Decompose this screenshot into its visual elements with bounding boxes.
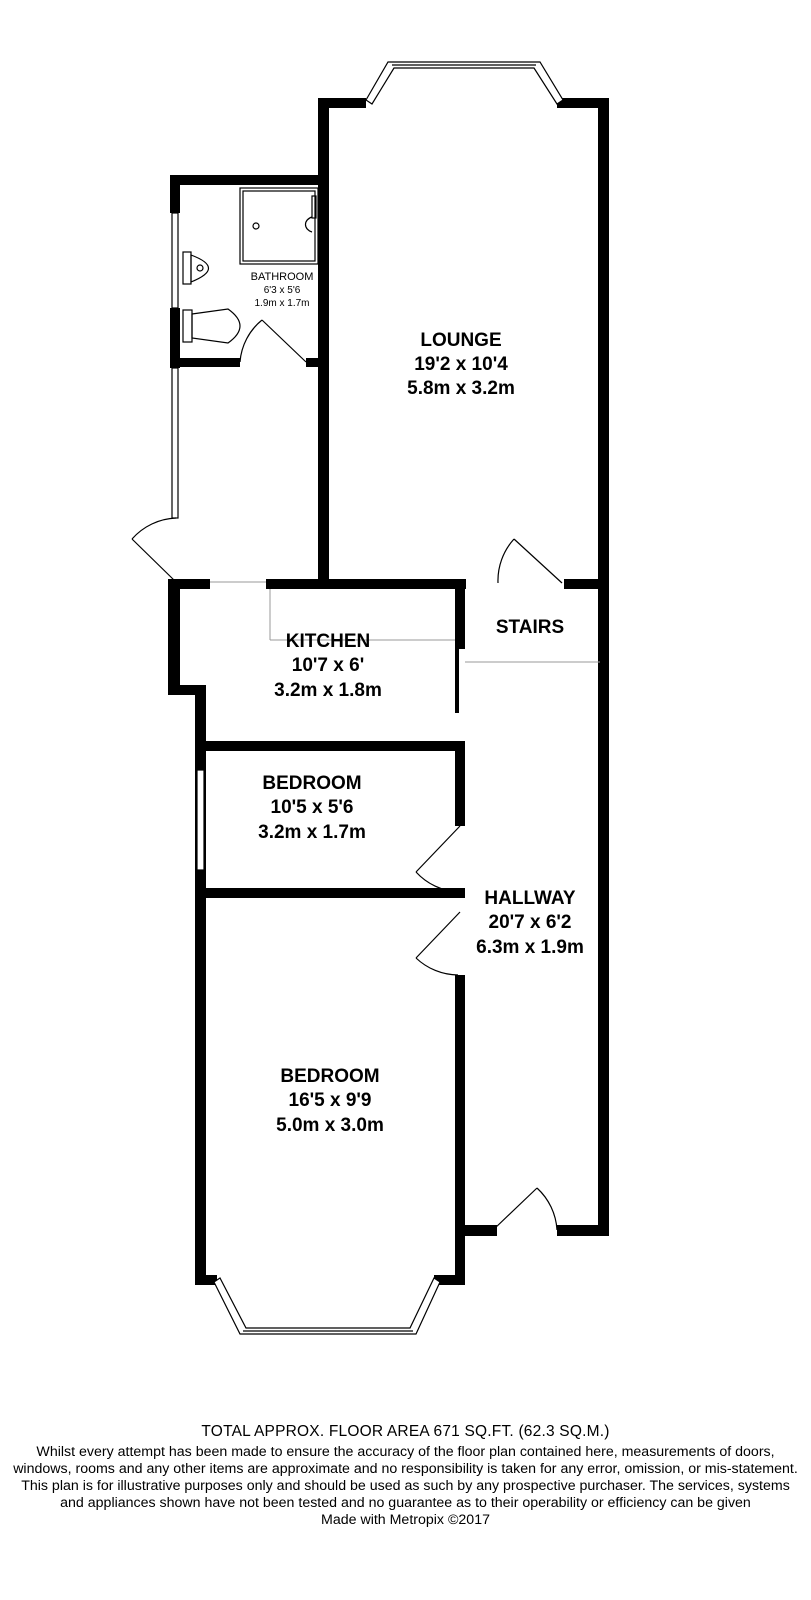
room-lounge: LOUNGE 19'2 x 10'4 5.8m x 3.2m (407, 330, 515, 399)
lounge-bay-window (365, 61, 564, 105)
bathroom-fixtures (182, 187, 319, 344)
bathroom-metric: 1.9m x 1.7m (254, 298, 309, 309)
bathroom-imperial: 6'3 x 5'6 (264, 285, 301, 296)
kitchen-name: KITCHEN (286, 631, 370, 652)
hallway-name: HALLWAY (484, 888, 575, 909)
bedroom-small-name: BEDROOM (262, 773, 361, 794)
room-hallway: HALLWAY 20'7 x 6'2 6.3m x 1.9m (476, 888, 584, 958)
stairs-name: STAIRS (496, 617, 564, 638)
hallway-metric: 6.3m x 1.9m (476, 937, 584, 958)
bedroom-large-metric: 5.0m x 3.0m (276, 1115, 384, 1136)
bedroom-small-metric: 3.2m x 1.7m (258, 822, 366, 843)
doors (131, 319, 563, 1231)
bedroom-large-name: BEDROOM (280, 1066, 379, 1087)
kitchen-metric: 3.2m x 1.8m (274, 680, 382, 701)
kitchen-imperial: 10'7 x 6' (292, 655, 364, 676)
room-stairs: STAIRS (496, 617, 564, 638)
floor-plan: LOUNGE 19'2 x 10'4 5.8m x 3.2m BATHROOM … (131, 61, 609, 1335)
bedroom-small-imperial: 10'5 x 5'6 (271, 797, 354, 818)
room-bathroom: BATHROOM 6'3 x 5'6 1.9m x 1.7m (251, 271, 314, 309)
total-floor-area: TOTAL APPROX. FLOOR AREA 671 SQ.FT. (62.… (201, 1423, 610, 1440)
room-bedroom-small: BEDROOM 10'5 x 5'6 3.2m x 1.7m (258, 773, 366, 843)
bedroom-large-imperial: 16'5 x 9'9 (289, 1090, 372, 1111)
walls (168, 98, 609, 1285)
bathroom-name: BATHROOM (251, 271, 314, 283)
windows (171, 212, 205, 871)
disclaimer-text: Whilst every attempt has been made to en… (13, 1444, 798, 1511)
credit-text: Made with Metropix ©2017 (321, 1512, 490, 1528)
room-bedroom-large: BEDROOM 16'5 x 9'9 5.0m x 3.0m (276, 1066, 384, 1136)
fixtures-lines (210, 581, 600, 663)
lounge-metric: 5.8m x 3.2m (407, 378, 515, 399)
bedroom-bay-window (213, 1277, 441, 1335)
lounge-imperial: 19'2 x 10'4 (414, 354, 508, 375)
lounge-name: LOUNGE (420, 330, 501, 351)
plan-footer: TOTAL APPROX. FLOOR AREA 671 SQ.FT. (62.… (0, 1422, 811, 1529)
hallway-imperial: 20'7 x 6'2 (489, 912, 572, 933)
room-kitchen: KITCHEN 10'7 x 6' 3.2m x 1.8m (274, 631, 382, 701)
